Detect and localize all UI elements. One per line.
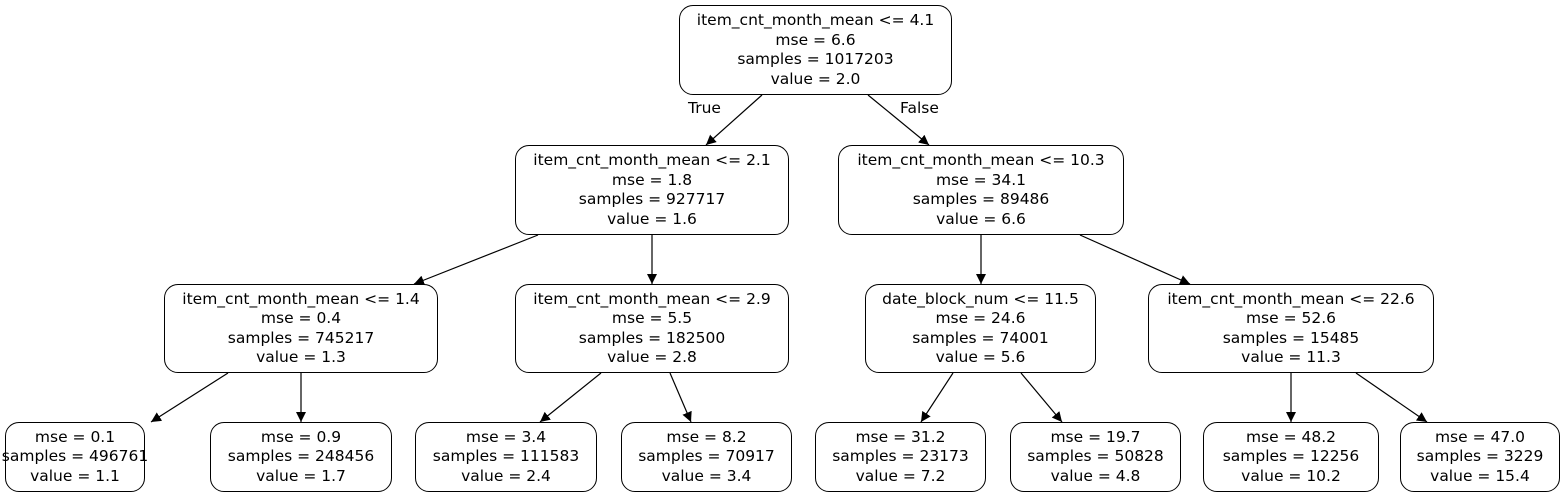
node-line: samples = 89486 [912, 190, 1050, 208]
node-line: item_cnt_month_mean <= 10.3 [857, 151, 1105, 169]
node-line: samples = 70917 [638, 447, 775, 466]
node-line: item_cnt_month_mean <= 2.9 [533, 289, 771, 308]
node-line: value = 1.6 [607, 209, 697, 228]
node-line: samples = 74001 [912, 328, 1049, 347]
edge-n5-n11 [920, 372, 954, 423]
node-line: item_cnt_month_mean <= 1.4 [182, 289, 420, 308]
node-line: samples = 111583 [432, 447, 580, 466]
node-line: samples = 927717 [578, 190, 726, 208]
node-line: mse = 24.6 [935, 309, 1026, 327]
node-line: mse = 0.4 [260, 309, 342, 327]
edge-label-true: True [688, 99, 721, 117]
node-line: value = 6.6 [936, 209, 1026, 228]
node-line: mse = 0.1 [34, 427, 116, 446]
node-line: mse = 48.2 [1245, 427, 1337, 446]
node-line: samples = 248456 [227, 447, 375, 466]
node-line: mse = 47.0 [1434, 427, 1526, 446]
node-line: value = 4.8 [1050, 466, 1141, 485]
node-line: samples = 50828 [1027, 447, 1164, 466]
node-line: value = 11.3 [1241, 348, 1341, 366]
node-line: mse = 6.6 [775, 30, 856, 49]
node-line: samples = 1017203 [737, 50, 894, 68]
node-line: mse = 1.8 [611, 170, 693, 189]
edge-n5-n12 [1020, 372, 1063, 423]
node-line: value = 2.4 [461, 466, 551, 485]
node-line: samples = 496761 [1, 447, 149, 466]
node-line: samples = 745217 [227, 328, 375, 347]
node-line: value = 3.4 [661, 466, 752, 485]
node-line: value = 15.4 [1430, 466, 1530, 485]
node-line: value = 1.1 [30, 466, 120, 485]
node-line: value = 7.2 [855, 466, 946, 485]
node-line: mse = 52.6 [1245, 309, 1337, 327]
edge-n3-n7 [150, 372, 229, 423]
node-line: value = 10.2 [1241, 466, 1341, 485]
node-line: mse = 3.4 [465, 427, 547, 446]
node-line: samples = 23173 [832, 447, 969, 466]
edge-n4-n10 [669, 372, 692, 423]
node-line: mse = 34.1 [935, 170, 1027, 189]
node-line: mse = 8.2 [666, 427, 747, 446]
edge-n4-n9 [539, 372, 602, 423]
node-line: item_cnt_month_mean <= 2.1 [533, 151, 771, 169]
node-line: item_cnt_month_mean <= 4.1 [696, 11, 935, 29]
edge-n1-n3 [413, 234, 539, 285]
node-line: samples = 182500 [578, 328, 726, 347]
node-line: value = 2.8 [607, 348, 697, 366]
edge-n6-n14 [1355, 372, 1428, 423]
edge-label-false: False [900, 99, 939, 117]
node-line: value = 1.3 [256, 348, 346, 366]
node-line: samples = 3229 [1416, 447, 1544, 466]
node-line: mse = 5.5 [611, 309, 693, 327]
edge-n2-n6 [1079, 234, 1191, 285]
edge-n0-n1 [705, 94, 763, 146]
node-line: value = 5.6 [935, 348, 1026, 366]
node-line: date_block_num <= 11.5 [882, 289, 1079, 308]
node-line: item_cnt_month_mean <= 22.6 [1167, 289, 1415, 308]
node-line: mse = 0.9 [260, 427, 342, 446]
node-line: value = 2.0 [770, 69, 861, 88]
node-line: samples = 12256 [1222, 447, 1360, 466]
edge-n0-n2 [867, 94, 930, 146]
node-line: samples = 15485 [1222, 328, 1360, 347]
node-line: mse = 31.2 [855, 427, 946, 446]
node-line: value = 1.7 [256, 466, 346, 485]
node-line: mse = 19.7 [1050, 427, 1141, 446]
